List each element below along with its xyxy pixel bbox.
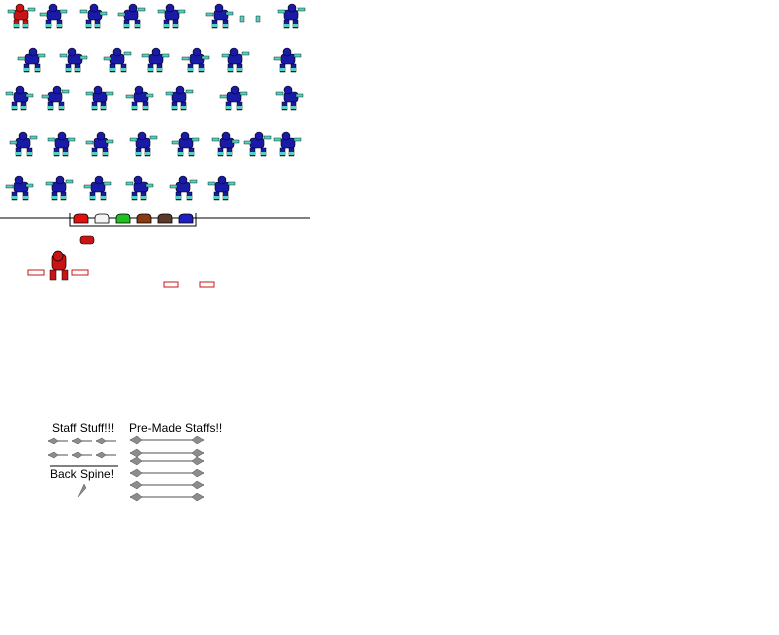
staff-piece (95, 451, 116, 459)
character-sprite (275, 85, 304, 111)
character-sprite (181, 47, 210, 73)
palette-box-outline (69, 213, 197, 227)
premade-staff (129, 448, 205, 458)
character-sprite (277, 3, 306, 29)
character-sprite (157, 3, 186, 29)
staff-piece (71, 451, 92, 459)
character-sprite (211, 131, 240, 157)
character-sprite (85, 85, 114, 111)
character-sprite (117, 3, 146, 29)
red-head-piece (79, 235, 95, 245)
character-sprite (41, 85, 70, 111)
character-sprite (83, 175, 112, 201)
staff-piece (47, 451, 68, 459)
staff-piece (47, 437, 68, 445)
staff-stuff-label: Staff Stuff!!! (52, 421, 115, 435)
sprite-fragment (239, 15, 245, 23)
red-limb-piece (199, 281, 215, 288)
character-sprite (103, 47, 132, 73)
red-character-assembly (27, 250, 89, 281)
character-sprite (5, 175, 34, 201)
character-sprite (207, 175, 236, 201)
back-spine-piece (77, 483, 87, 498)
palette-swatch-brown (136, 213, 152, 224)
palette-swatch-green (115, 213, 131, 224)
premade-staff (129, 492, 205, 502)
premade-staff (129, 435, 205, 445)
character-sprite (79, 3, 108, 29)
sprite-fragment (255, 15, 261, 23)
character-sprite (17, 47, 46, 73)
staff-piece (95, 437, 116, 445)
character-sprite (125, 175, 154, 201)
staff-piece (71, 437, 92, 445)
character-sprite (129, 131, 158, 157)
character-sprite (205, 3, 234, 29)
character-sprite (243, 131, 272, 157)
character-sprite (221, 47, 250, 73)
palette-swatch-white (94, 213, 110, 224)
character-sprite (171, 131, 200, 157)
character-sprite (273, 131, 302, 157)
character-sprite (39, 3, 68, 29)
character-sprite (59, 47, 88, 73)
character-sprite (5, 85, 34, 111)
pre-made-staffs-label: Pre-Made Staffs!! (129, 421, 223, 435)
character-sprite (125, 85, 154, 111)
character-sprite (141, 47, 170, 73)
character-sprite (85, 131, 114, 157)
character-sprite (273, 47, 302, 73)
premade-staff (129, 456, 205, 466)
character-sprite (165, 85, 194, 111)
character-sprite (219, 85, 248, 111)
palette-swatch-red (73, 213, 89, 224)
character-sprite (47, 131, 76, 157)
character-sprite (45, 175, 74, 201)
character-sprite (7, 3, 36, 29)
back-spine-label: Back Spine! (50, 467, 115, 481)
character-sprite (169, 175, 198, 201)
palette-swatch-blue (178, 213, 194, 224)
premade-staff (129, 468, 205, 478)
palette-swatch-dark-brown (157, 213, 173, 224)
red-limb-piece (163, 281, 179, 288)
character-sprite (9, 131, 38, 157)
premade-staff (129, 480, 205, 490)
